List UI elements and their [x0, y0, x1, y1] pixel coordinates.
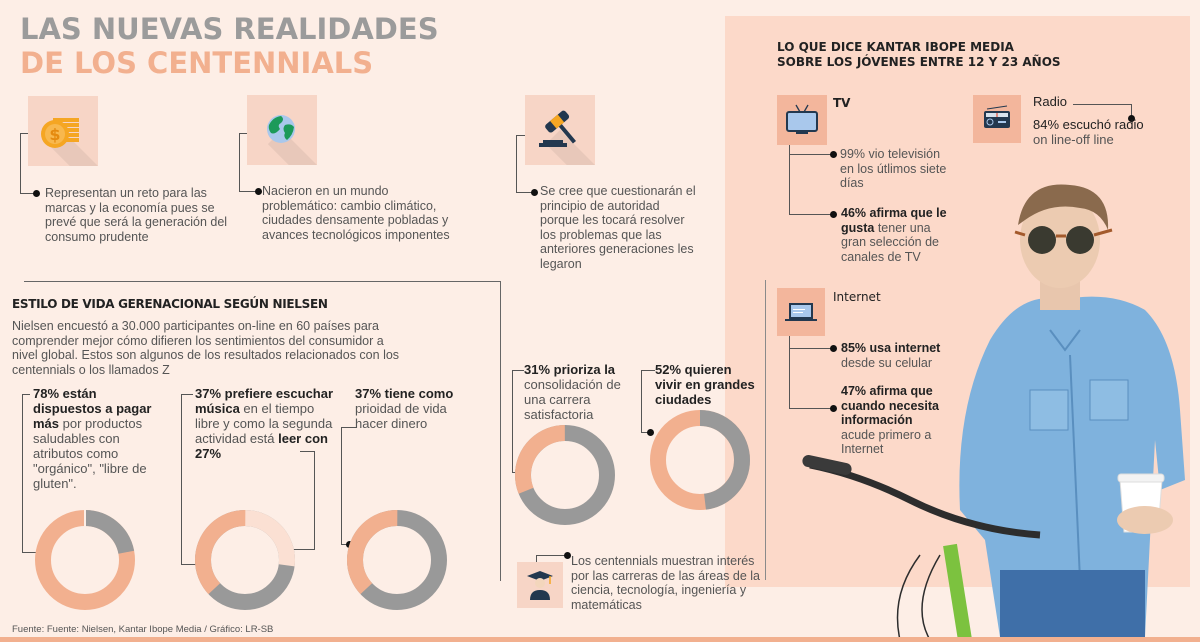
person-photo [959, 184, 1185, 637]
radio-stat-rest: on line-off line [1033, 132, 1114, 147]
donut-chart-music [195, 510, 295, 610]
internet-stat-2-rest: acude primero a Internet [841, 427, 932, 457]
footer-bar [0, 637, 1200, 642]
nielsen-stat-5: 52% quieren vivir en grandes ciudades [655, 362, 755, 407]
donut-chart-career [515, 424, 615, 525]
donut-chart-money [347, 510, 447, 610]
gavel-icon-box [525, 95, 595, 165]
tv-stat-2-bold: 46% afirma que le gusta [841, 206, 947, 235]
stem-note: Los centennials muestran interés por las… [571, 554, 760, 612]
bicycle-illustration [802, 455, 1041, 640]
globe-icon [267, 115, 295, 143]
tv-label: TV [833, 96, 851, 110]
nielsen-stat-4-rest: consolidación de una carrera satisfactor… [524, 377, 621, 422]
title-line-1: LAS NUEVAS REALIDADES [20, 12, 439, 46]
fact-1-text: Representan un reto para las marcas y la… [45, 186, 228, 244]
tv-stat-2-rest: tener una gran selección de canales de T… [841, 220, 939, 264]
donut-chart-healthy [35, 510, 135, 610]
nielsen-stat-2-bold2: leer con 27% [195, 431, 328, 461]
nielsen-stat-1: 78% están dispuestos a pagar más por pro… [33, 386, 168, 491]
graduate-icon-box [517, 562, 563, 608]
nielsen-stat-1-bold: 78% están dispuestos a pagar más [33, 386, 152, 431]
globe-icon-box [247, 95, 317, 165]
internet-stat-2-bold: 47% afirma que cuando necesita informaci… [841, 384, 939, 427]
nielsen-title: ESTILO DE VIDA GERENACIONAL SEGÚN NIELSE… [12, 297, 328, 311]
tv-icon [786, 104, 818, 134]
coins-icon: $ [41, 118, 79, 148]
nielsen-stat-3-rest: prioidad de vida hacer dinero [355, 401, 447, 431]
radio-label: Radio [1033, 94, 1067, 109]
radio-icon [984, 105, 1010, 128]
tv-icon-box [777, 95, 827, 145]
nielsen-intro: Nielsen encuestó a 30.000 participantes … [12, 319, 400, 377]
laptop-icon-box [777, 288, 825, 336]
nielsen-stat-1-rest: por productos saludables con atributos c… [33, 416, 147, 491]
nielsen-stat-2-bold: 37% prefiere escuchar música [195, 386, 334, 416]
nielsen-stat-4-bold: 31% prioriza la [524, 362, 616, 377]
coins-icon-box: $ [28, 96, 98, 166]
gavel-icon [539, 110, 577, 147]
kantar-title-1: LO QUE DICE KANTAR IBOPE MEDIA [777, 40, 1014, 54]
fact-3-text: Se cree que cuestionarán el principio de… [540, 184, 696, 271]
internet-stat-1-bold: 85% usa internet [841, 341, 941, 355]
graduate-icon [527, 571, 553, 600]
radio-stat-bold: 84% escuchó radio [1033, 117, 1144, 132]
internet-label: Internet [833, 290, 881, 304]
title-line-2: DE LOS CENTENNIALS [20, 46, 374, 80]
radio-icon-box [973, 95, 1021, 143]
nielsen-stat-2-rest: en el tiempo libre y como la segunda act… [195, 401, 333, 446]
kantar-title-2: SOBRE LOS JÓVENES ENTRE 12 Y 23 AÑOS [777, 55, 1061, 69]
svg-text:$: $ [49, 125, 60, 144]
tv-stat-1: 99% vio televisión en los útlimos siete … [840, 147, 947, 190]
fact-2-text: Nacieron en un mundo problemático: cambi… [262, 184, 450, 242]
laptop-icon [785, 303, 817, 321]
internet-stat-1-rest: desde su celular [841, 355, 933, 370]
nielsen-stat-2: 37% prefiere escuchar música en el tiemp… [195, 386, 335, 461]
nielsen-stat-3-bold: 37% tiene como [355, 386, 454, 401]
nielsen-stat-5-bold: 52% quieren vivir en grandes ciudades [655, 362, 755, 407]
donut-chart-cities [650, 410, 750, 510]
tv-stat-2: 46% afirma que le gusta tener una gran s… [841, 206, 956, 264]
source-footer: Fuente: Fuente: Nielsen, Kantar Ibope Me… [12, 624, 274, 635]
internet-stat-2: 47% afirma que cuando necesita informaci… [841, 384, 949, 457]
